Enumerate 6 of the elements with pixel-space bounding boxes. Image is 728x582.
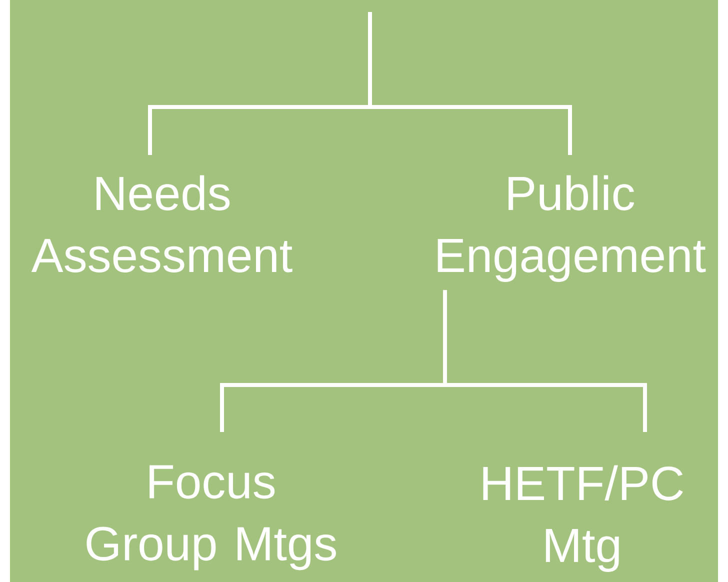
node-label: HETF/PC Mtg bbox=[483, 465, 683, 572]
node-label: Public Engagement bbox=[438, 175, 706, 282]
connector-line bbox=[443, 290, 647, 432]
connector-line bbox=[368, 12, 572, 155]
node-label: Needs Assessment bbox=[31, 175, 292, 272]
node-label: Focus Group Mtgs bbox=[86, 465, 336, 570]
